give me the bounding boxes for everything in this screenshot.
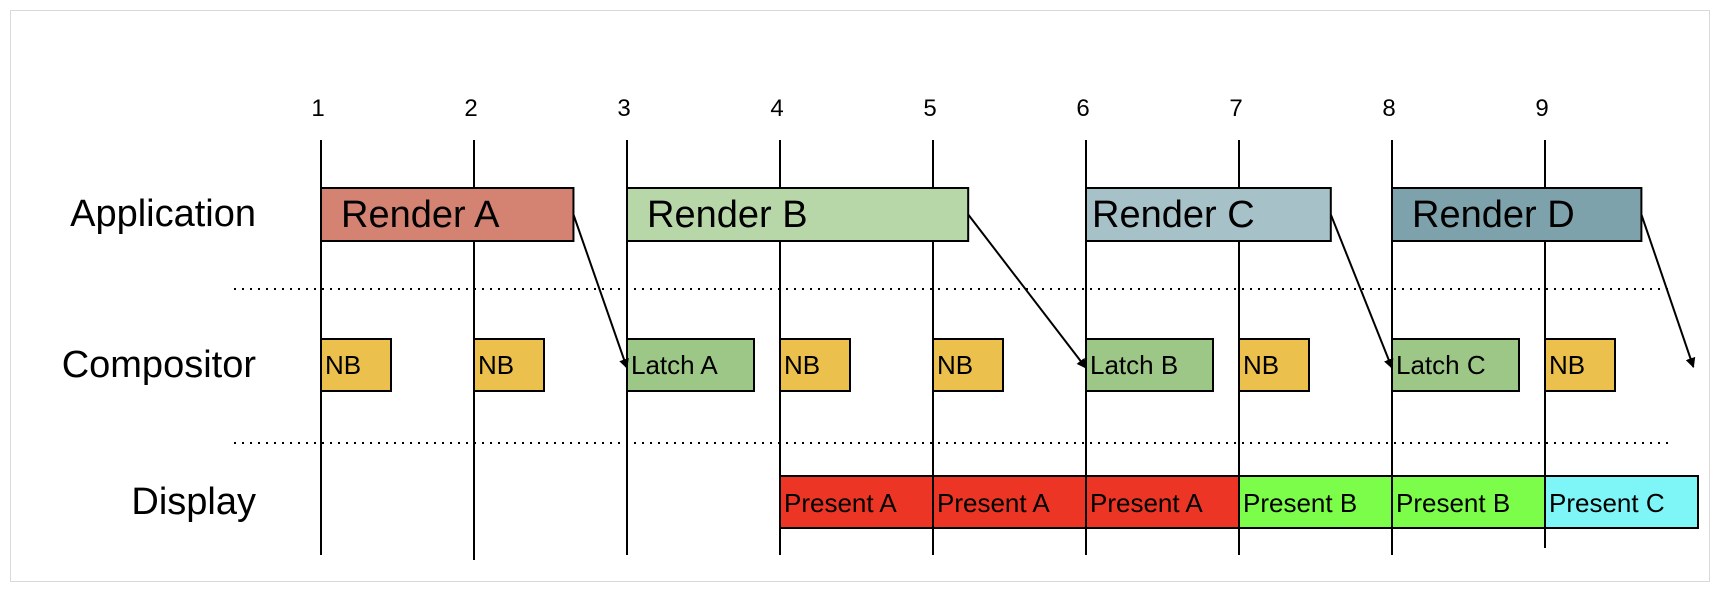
render-block [320,187,575,242]
nb-block-label: NB [1243,350,1279,380]
row-label-compositor: Compositor [62,344,257,386]
present-block [1238,475,1393,529]
tick-label: 7 [1229,95,1242,122]
render-block-label: Render A [341,194,500,236]
nb-block [779,338,851,392]
nb-block-label: NB [325,350,361,380]
nb-block-label: NB [937,350,973,380]
nb-block [320,338,392,392]
present-block-label: Present B [1243,488,1357,518]
latch-block-label: Latch C [1396,350,1486,380]
tick-label: 4 [770,95,783,122]
latch-block-label: Latch B [1090,350,1178,380]
render-block [1085,187,1332,242]
latch-block [1391,338,1520,392]
nb-block-label: NB [784,350,820,380]
tick-label: 5 [923,95,936,122]
row-label-application: Application [70,193,256,235]
frame-delivery-arrow [572,214,629,369]
latch-block-label: Latch A [631,350,718,380]
present-block-label: Present A [1090,488,1203,518]
present-block-label: Present B [1396,488,1510,518]
tick-label: 6 [1076,95,1089,122]
tick-label: 3 [617,95,630,122]
frame-delivery-arrow [1640,214,1696,368]
render-block-label: Render B [647,194,808,236]
frame-delivery-arrow [1329,214,1394,369]
present-block [1085,475,1240,529]
nb-block-label: NB [478,350,514,380]
nb-block [473,338,545,392]
render-block-label: Render D [1412,194,1575,236]
present-block [932,475,1087,529]
row-label-display: Display [131,481,256,523]
present-block-label: Present A [937,488,1050,518]
present-block-label: Present A [784,488,897,518]
nb-block [1238,338,1310,392]
present-block [1544,475,1699,529]
tick-label: 1 [311,95,324,122]
nb-block-label: NB [1549,350,1585,380]
render-block-label: Render C [1092,194,1255,236]
present-block [779,475,934,529]
render-block [1391,187,1643,242]
tick-label: 9 [1535,95,1548,122]
frame-delivery-arrow [967,213,1087,369]
tick-label: 8 [1382,95,1395,122]
nb-block [932,338,1004,392]
present-block [1391,475,1546,529]
nb-block [1544,338,1616,392]
present-block-label: Present C [1549,488,1665,518]
tick-label: 2 [464,95,477,122]
